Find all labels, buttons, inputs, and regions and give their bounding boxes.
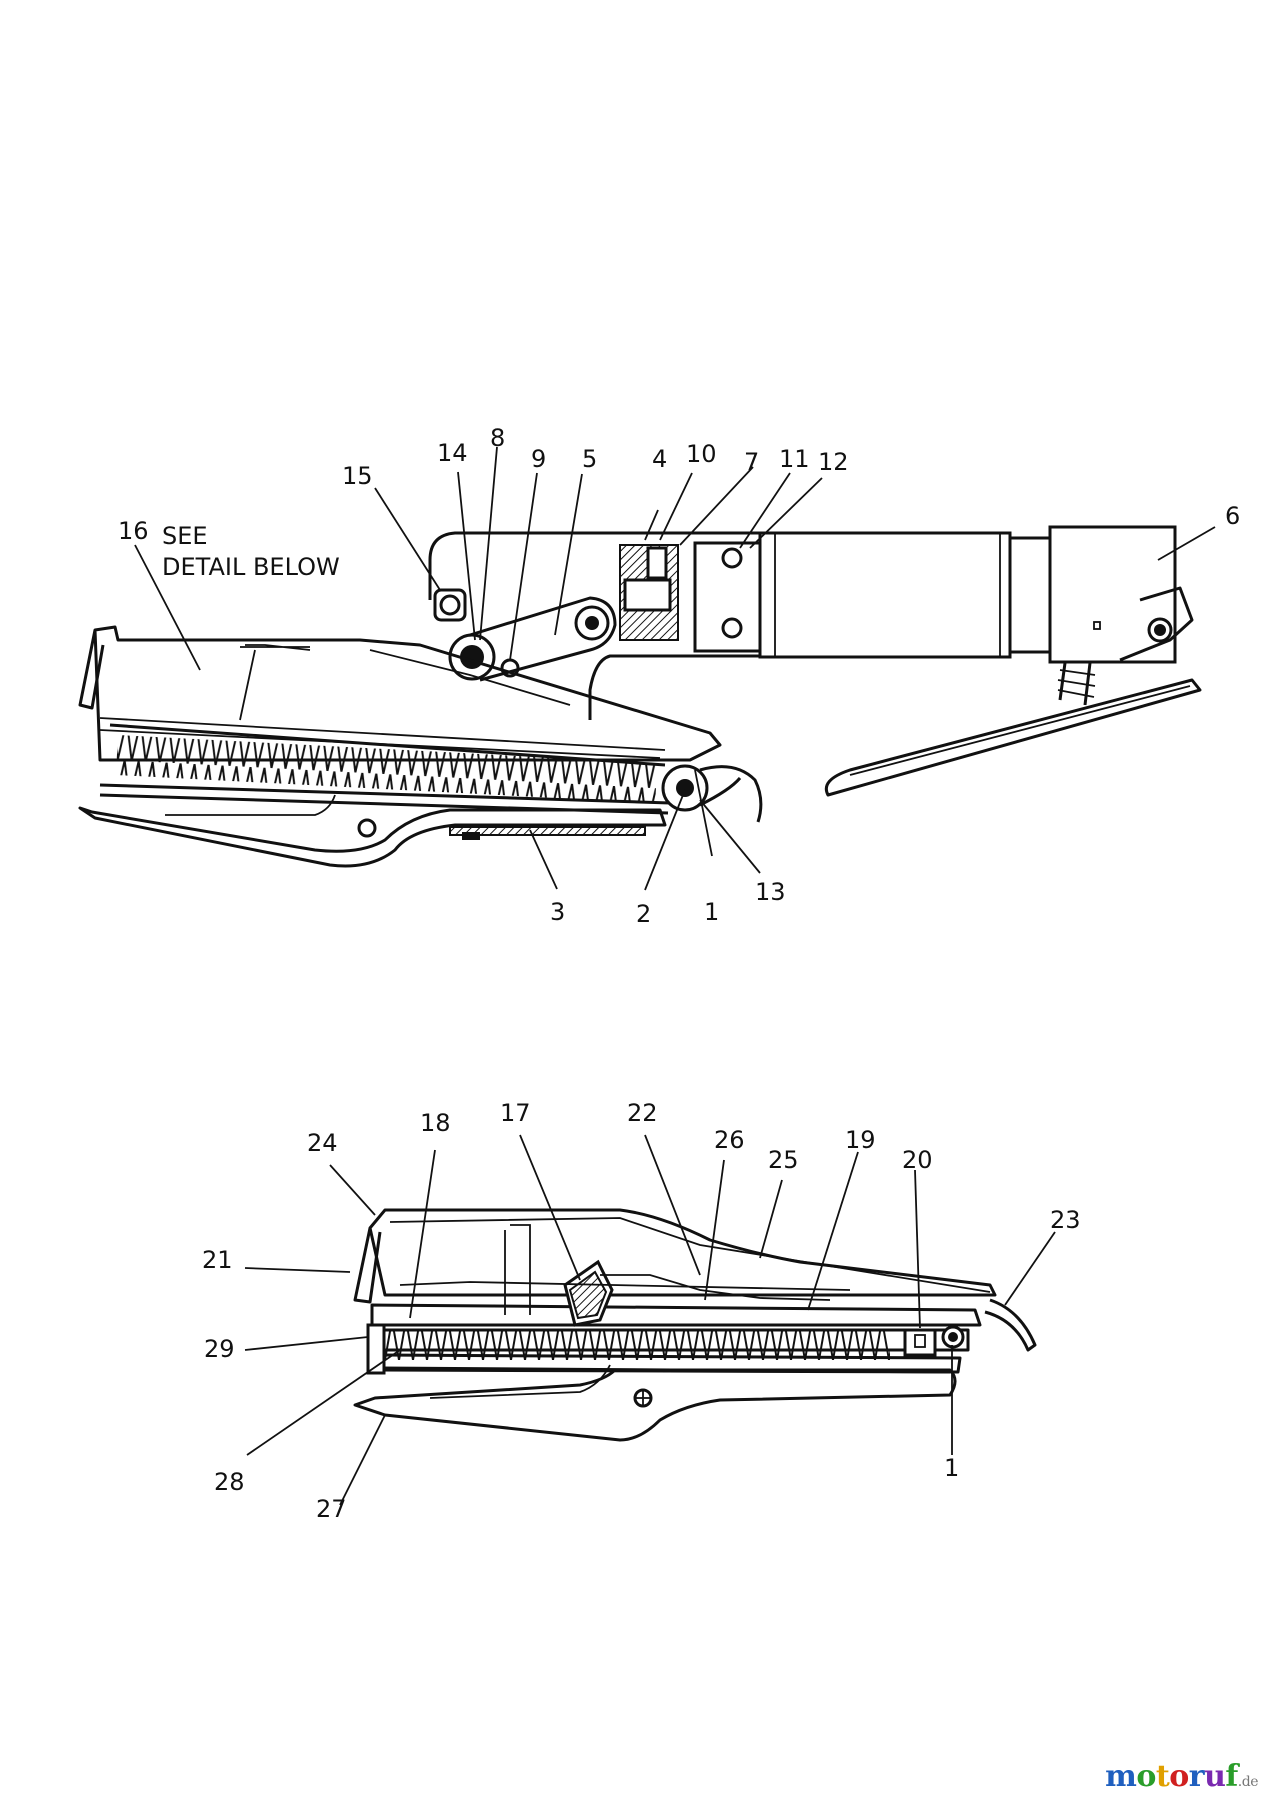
- callout-22-detail: 22: [627, 1099, 658, 1127]
- callout-27-detail: 27: [316, 1495, 347, 1523]
- stapler-assembly-top: [78, 525, 1202, 868]
- callout-29-detail: 29: [204, 1335, 235, 1363]
- callout-12-top: 12: [818, 448, 849, 476]
- callout-26-detail: 26: [714, 1126, 745, 1154]
- callout-8-top: 8: [490, 424, 505, 452]
- callout-11-top: 11: [779, 445, 810, 473]
- watermark-logo: motoruf.de: [1105, 1759, 1258, 1794]
- callout-4-top: 4: [652, 445, 667, 473]
- detail-leaders: [244, 1134, 1056, 1506]
- stapler-detail-view: [353, 1208, 1037, 1442]
- callout-5-top: 5: [582, 445, 597, 473]
- watermark-domain: .de: [1237, 1774, 1259, 1790]
- callout-20-detail: 20: [902, 1146, 933, 1174]
- callout-28-detail: 28: [214, 1468, 245, 1496]
- callout-2-top: 2: [636, 900, 651, 928]
- callout-25-detail: 25: [768, 1146, 799, 1174]
- detail-base-handle: [353, 1368, 957, 1442]
- callout-16-top: 16: [118, 517, 149, 545]
- motor-housing: [428, 525, 1194, 720]
- callout-14-top: 14: [437, 439, 468, 467]
- watermark-text: motoruf: [1105, 1759, 1238, 1794]
- callout-1-top: 1: [704, 898, 719, 926]
- see-detail-note-line1: SEE: [162, 522, 208, 550]
- callout-13-top: 13: [755, 878, 786, 906]
- callout-9-top: 9: [531, 445, 546, 473]
- top-leaders: [134, 446, 1216, 891]
- callout-3-top: 3: [550, 898, 565, 926]
- callout-15-top: 15: [342, 462, 373, 490]
- top-callouts: 1 2 3 4 5 6 7 8 9 10 11 12 13 14 15 16 S…: [118, 424, 1240, 928]
- detail-callouts: 1 17 18 19 20 21 22 23 24 25 26 27 28 29: [202, 1099, 1081, 1523]
- callout-23-detail: 23: [1050, 1206, 1081, 1234]
- callout-18-detail: 18: [420, 1109, 451, 1137]
- see-detail-note-line2: DETAIL BELOW: [162, 553, 340, 581]
- callout-1-detail: 1: [944, 1454, 959, 1482]
- link-5: [469, 596, 617, 682]
- callout-7-top: 7: [744, 448, 759, 476]
- trigger-lever: [824, 678, 1202, 797]
- callout-21-detail: 21: [202, 1246, 233, 1274]
- callout-17-detail: 17: [500, 1099, 531, 1127]
- callout-19-detail: 19: [845, 1126, 876, 1154]
- base-handle: [78, 806, 667, 868]
- callout-24-detail: 24: [307, 1129, 338, 1157]
- callout-10-top: 10: [686, 440, 717, 468]
- callout-6-top: 6: [1225, 502, 1240, 530]
